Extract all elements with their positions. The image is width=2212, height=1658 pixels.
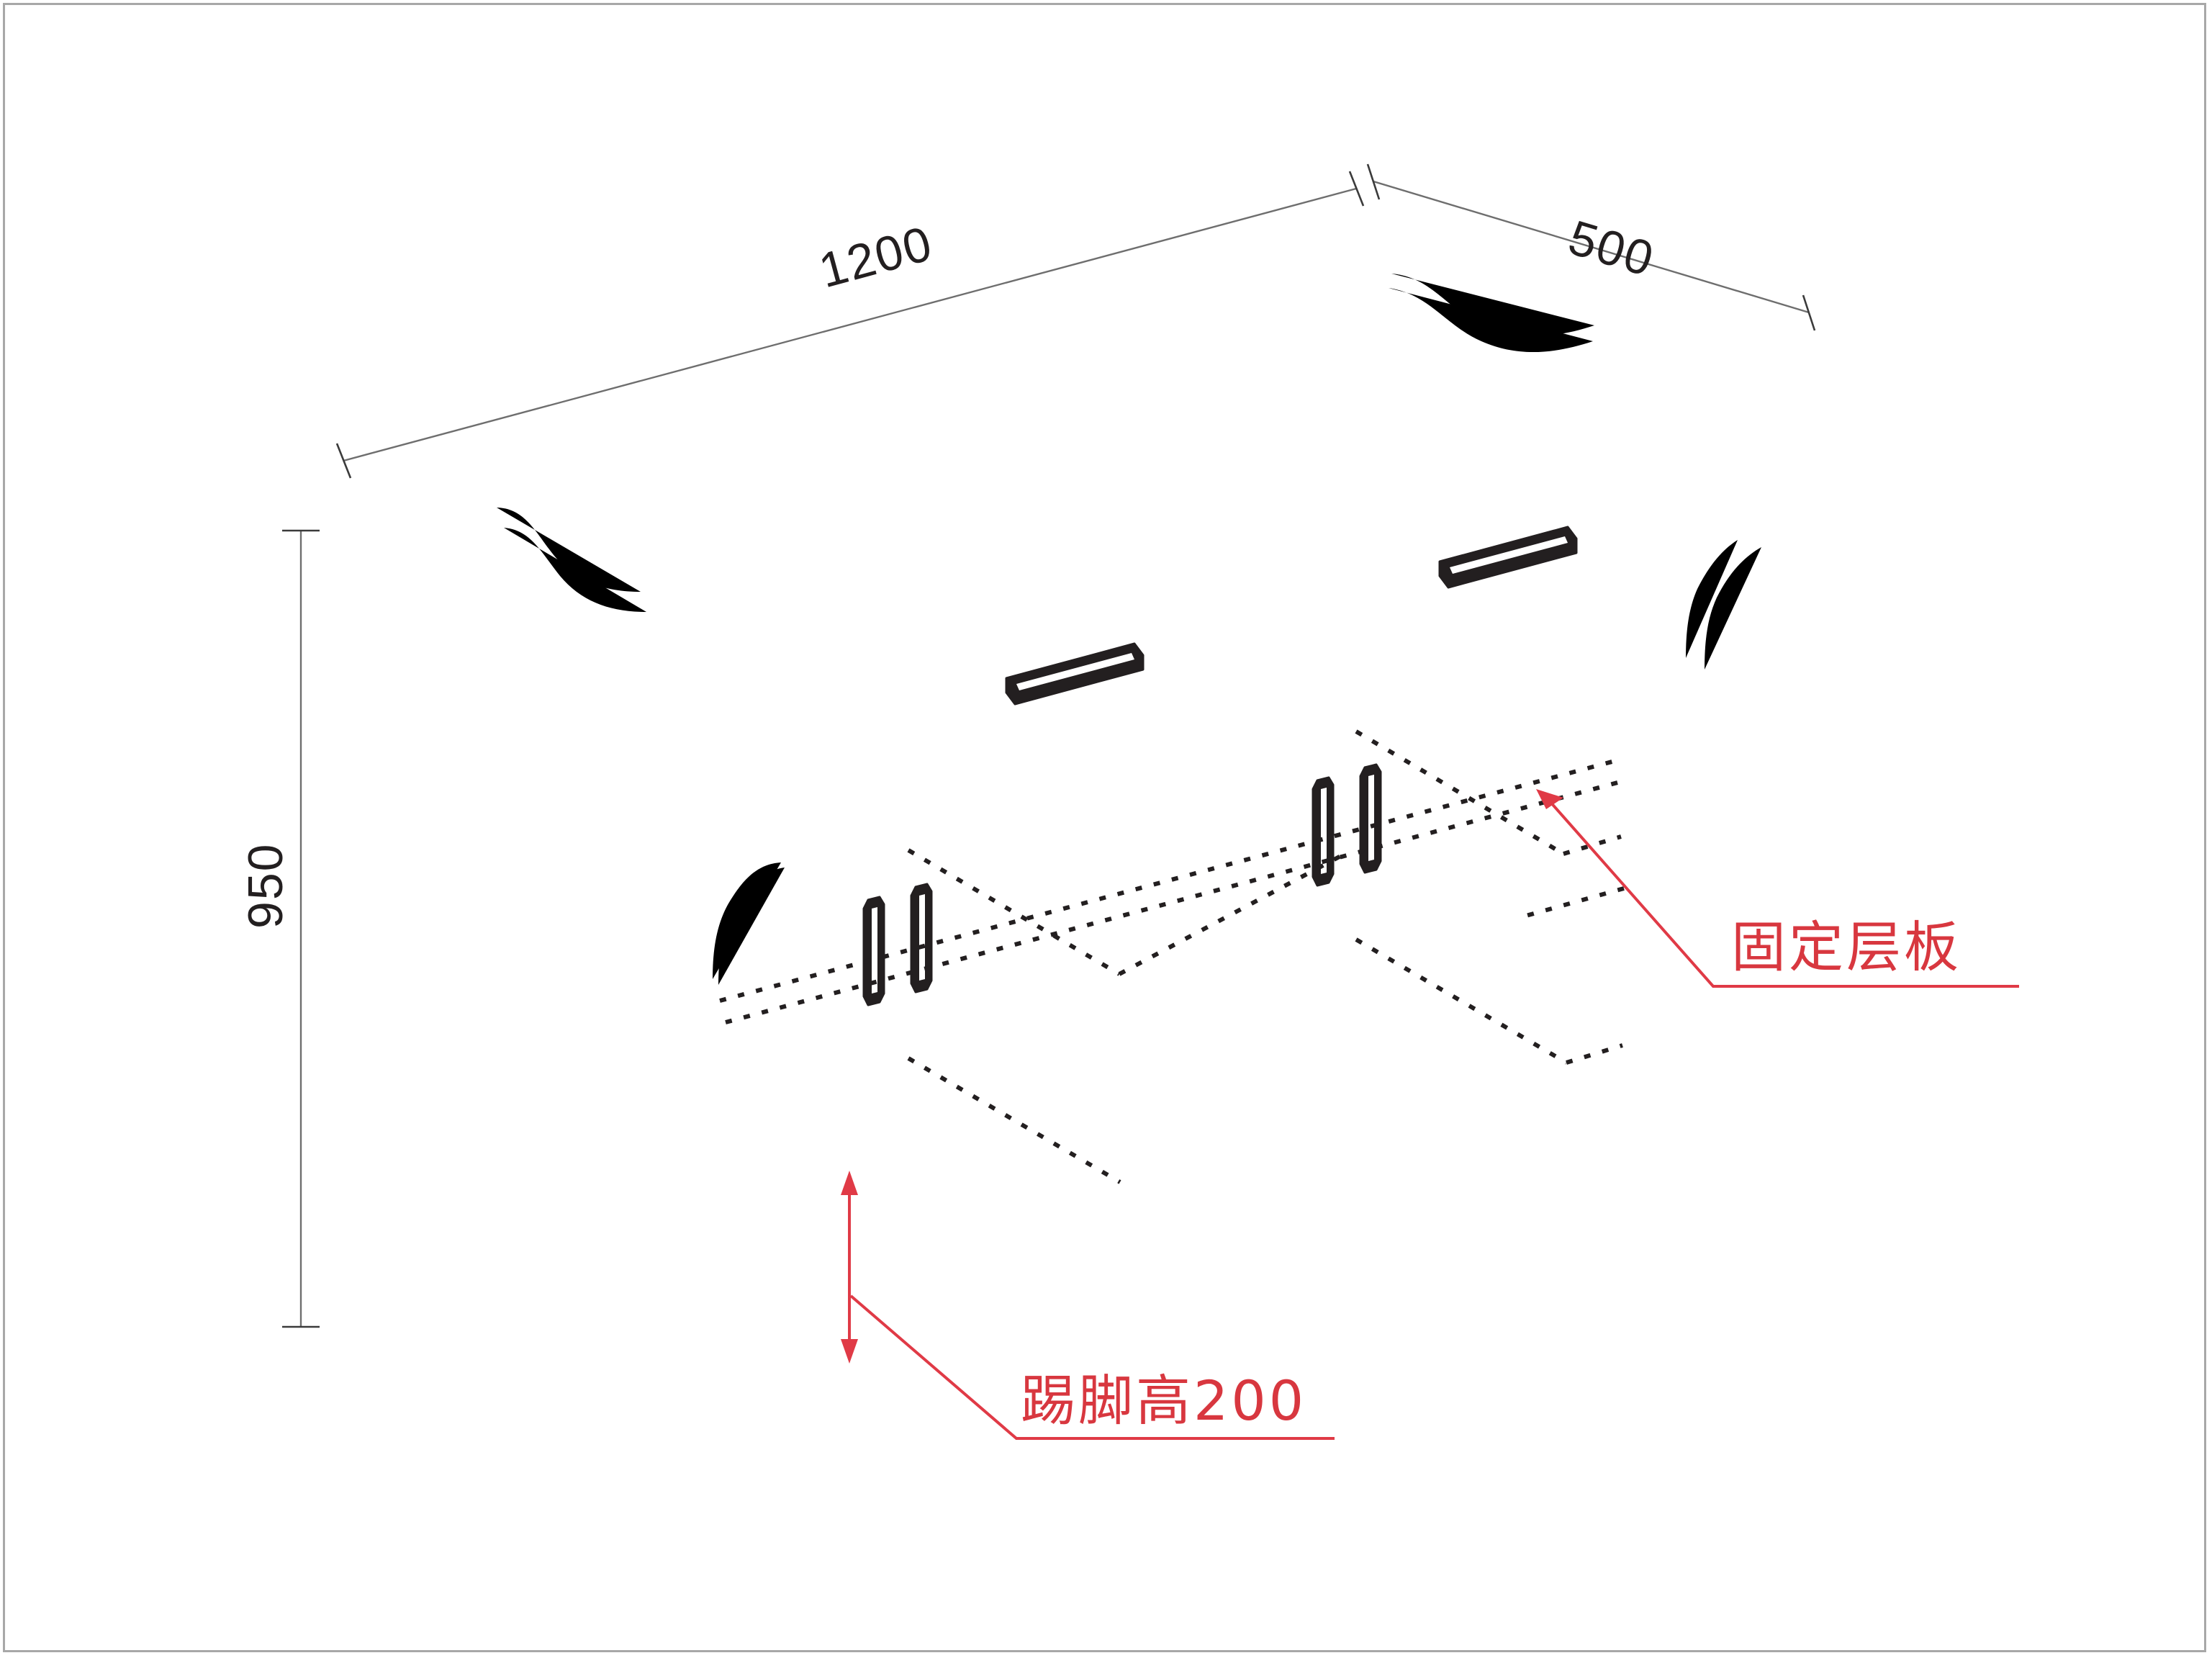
door-handle-pair-right	[1312, 763, 1382, 887]
dimension-width-1200	[335, 171, 1365, 479]
annotation-fixed-shelf-leader	[1536, 789, 2019, 988]
door-handle-pair-left	[862, 883, 933, 1006]
annotation-toe-kick-arrow	[841, 1171, 1335, 1440]
door-division-lines	[903, 626, 1569, 1168]
drawer-handle-right	[1438, 526, 1578, 589]
drawer-divider	[1278, 498, 1294, 673]
annotation-toe-kick-label: 踢脚高200	[1021, 1369, 1306, 1433]
hidden-shelf-lines	[719, 729, 1625, 1184]
top-backsplash-rail	[385, 223, 1648, 504]
drawer-band	[781, 386, 1719, 832]
right-end-panel	[1686, 540, 1761, 1152]
dimension-depth-500	[1366, 163, 1816, 331]
right-upper-notch	[1648, 386, 1710, 425]
drawer-handle-left	[1005, 642, 1145, 706]
dimension-label-width: 1200	[813, 216, 939, 299]
dimension-label-height: 950	[238, 843, 293, 929]
left-end-panel	[369, 1346, 715, 1440]
countertop	[369, 246, 1761, 554]
toe-kick-plinth	[718, 964, 1726, 1329]
annotation-fixed-shelf-label: 固定层板	[1731, 915, 1962, 979]
dimension-height-950	[282, 529, 320, 1328]
left-panel-curve-profile	[497, 508, 785, 1393]
dimension-label-depth: 500	[1563, 210, 1661, 287]
